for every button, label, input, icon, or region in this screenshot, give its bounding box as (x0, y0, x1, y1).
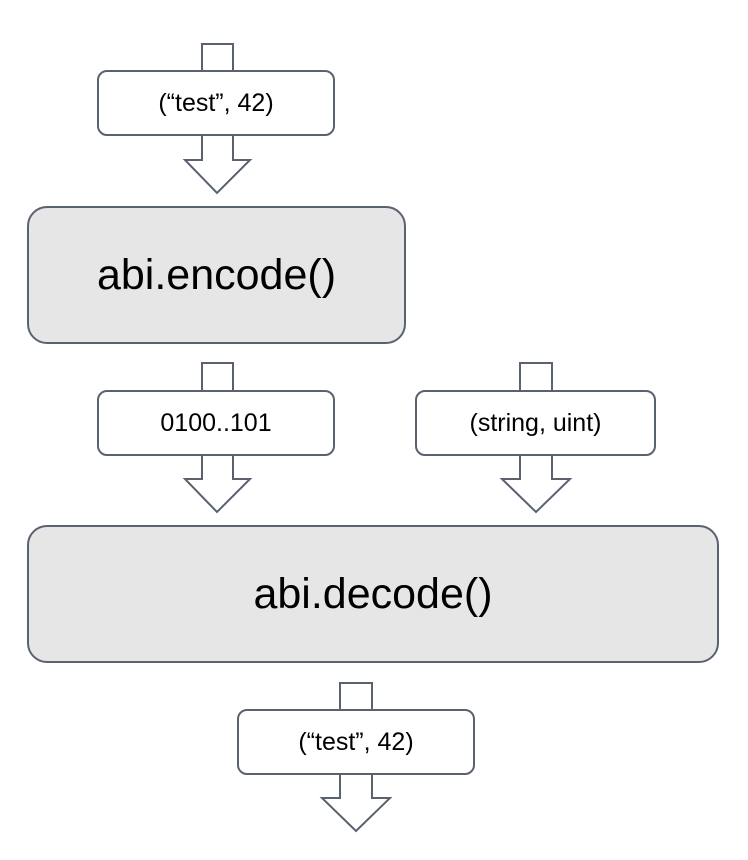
arrow-into-input (201, 43, 234, 72)
arrow-out-of-output (319, 773, 393, 833)
type-tuple-label: (string, uint) (469, 408, 602, 437)
arrow-encode-to-encoded (201, 362, 234, 392)
encoded-bytes-box: 0100..101 (97, 390, 335, 456)
input-tuple-box: (“test”, 42) (97, 70, 335, 136)
input-tuple-label: (“test”, 42) (158, 88, 274, 117)
output-tuple-box: (“test”, 42) (237, 709, 475, 775)
encode-function-box: abi.encode() (27, 206, 406, 344)
arrow-into-types (519, 362, 553, 392)
encode-function-label: abi.encode() (96, 250, 337, 299)
arrow-input-to-encode (182, 134, 253, 195)
arrow-encoded-to-decode (182, 454, 253, 514)
type-tuple-box: (string, uint) (415, 390, 656, 456)
decode-function-label: abi.decode() (253, 569, 493, 618)
encoded-bytes-label: 0100..101 (160, 408, 272, 437)
arrow-decode-to-output (339, 682, 373, 711)
output-tuple-label: (“test”, 42) (298, 727, 414, 756)
arrow-types-to-decode (499, 454, 573, 514)
decode-function-box: abi.decode() (27, 525, 719, 663)
